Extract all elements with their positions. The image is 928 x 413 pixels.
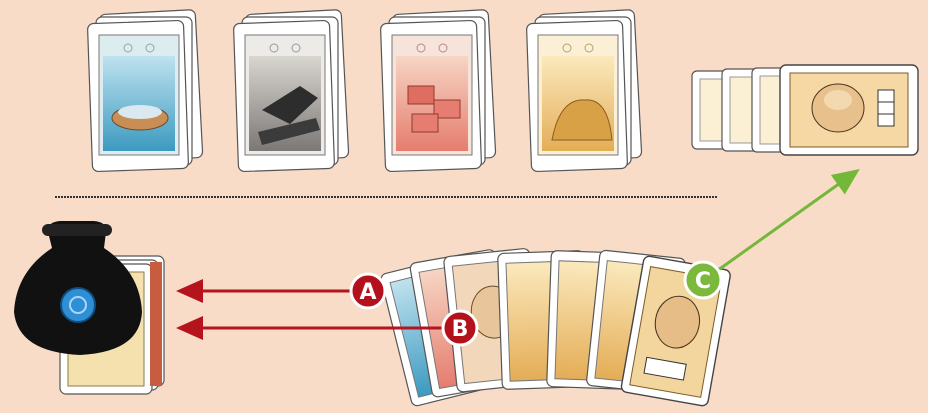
market-pile-grain[interactable] bbox=[526, 10, 641, 172]
label-b: B bbox=[452, 317, 469, 342]
label-c-badge: C bbox=[685, 262, 721, 298]
label-c: C bbox=[695, 269, 711, 294]
label-a-badge: A bbox=[351, 274, 385, 308]
played-cards-row[interactable] bbox=[692, 65, 918, 155]
label-a: A bbox=[359, 280, 376, 305]
worker-card-icon bbox=[780, 65, 918, 155]
market-pile-stone[interactable] bbox=[233, 10, 348, 172]
market-pile-fish[interactable] bbox=[87, 10, 202, 172]
label-b-badge: B bbox=[443, 311, 477, 345]
market-pile-clay[interactable] bbox=[380, 10, 495, 172]
draw-bag-icon[interactable] bbox=[14, 221, 142, 355]
arrow-c bbox=[700, 176, 850, 283]
